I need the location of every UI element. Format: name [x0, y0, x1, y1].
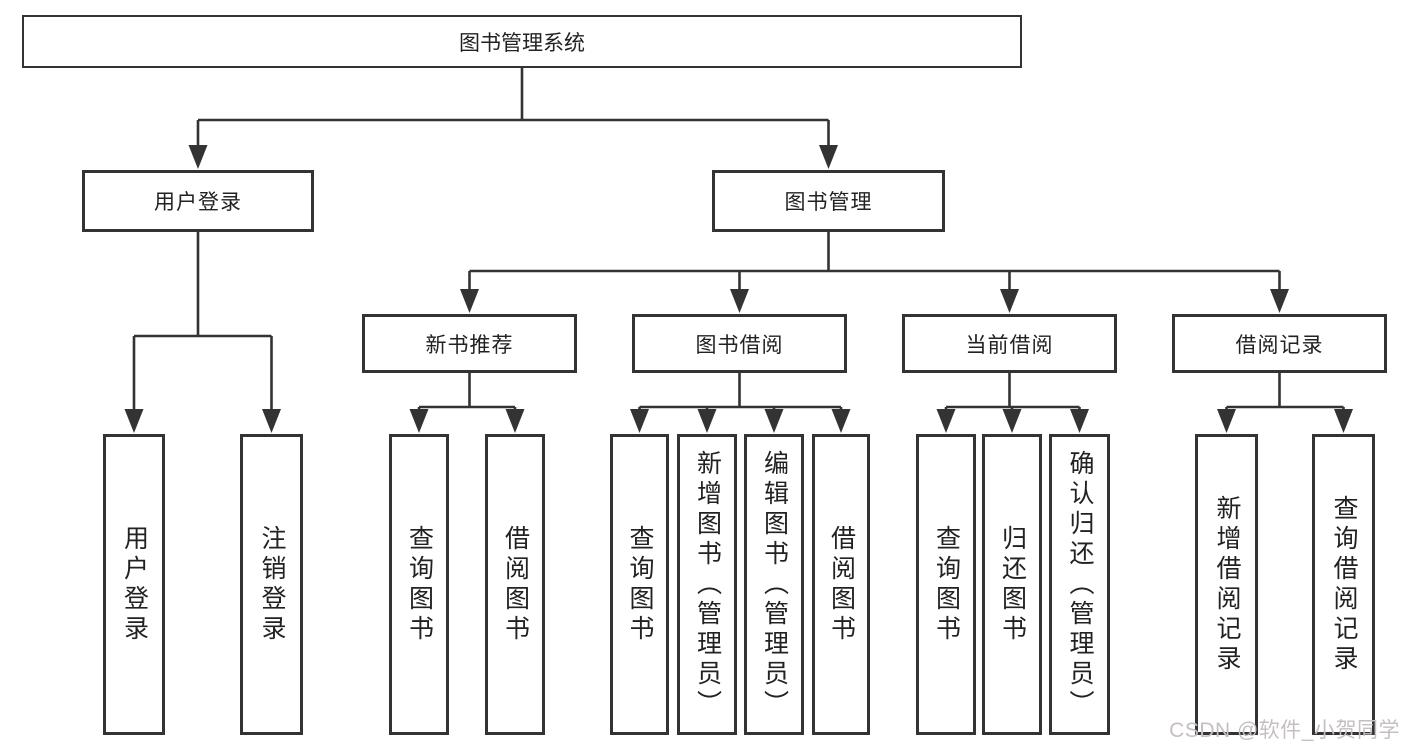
- node-current-borrow: 当前借阅: [902, 314, 1117, 373]
- leaf-label: 借阅图书: [501, 524, 530, 645]
- node-user-login: 用户登录: [82, 170, 314, 232]
- node-leaf-query-books-borrow: 查询图书: [610, 434, 669, 735]
- node-book-borrow-label: 图书借阅: [695, 333, 784, 357]
- node-leaf-logout: 注销登录: [240, 434, 303, 735]
- node-leaf-confirm-return-admin: 确认归还（管理员）: [1049, 434, 1110, 735]
- node-leaf-add-book-admin: 新增图书（管理员）: [677, 434, 737, 735]
- leaf-label: 注销登录: [258, 524, 286, 645]
- leaf-label: 查询借阅记录: [1330, 494, 1358, 675]
- node-book-management: 图书管理: [712, 170, 945, 232]
- node-root-label: 图书管理系统: [459, 31, 585, 55]
- node-leaf-return-book: 归还图书: [982, 434, 1042, 735]
- node-leaf-borrow-books-recommend: 借阅图书: [485, 434, 545, 735]
- node-leaf-query-books-current: 查询图书: [916, 434, 976, 735]
- node-new-book-recommend: 新书推荐: [362, 314, 577, 373]
- leaf-label: 借阅图书: [827, 524, 856, 645]
- node-leaf-add-borrow-record: 新增借阅记录: [1195, 434, 1258, 735]
- node-book-management-label: 图书管理: [784, 191, 873, 214]
- leaf-label: 查询图书: [932, 524, 961, 645]
- node-leaf-user-login: 用户登录: [103, 434, 165, 735]
- node-leaf-query-books-recommend: 查询图书: [389, 434, 449, 735]
- watermark-text: CSDN @软件_小贺同学: [1169, 719, 1400, 742]
- leaf-label: 用户登录: [120, 524, 149, 645]
- node-borrow-records: 借阅记录: [1172, 314, 1387, 373]
- leaf-label: 归还图书: [998, 524, 1027, 645]
- node-book-borrow: 图书借阅: [632, 314, 847, 373]
- node-leaf-edit-book-admin: 编辑图书（管理员）: [744, 434, 804, 735]
- leaf-label: 查询图书: [626, 524, 654, 645]
- leaf-label: 查询图书: [405, 524, 434, 645]
- node-root: 图书管理系统: [22, 15, 1022, 68]
- leaf-label: 编辑图书（管理员）: [760, 449, 789, 720]
- leaf-label: 确认归还（管理员）: [1066, 449, 1094, 720]
- node-user-login-label: 用户登录: [154, 191, 242, 214]
- node-current-borrow-label: 当前借阅: [965, 333, 1054, 357]
- leaf-label: 新增借阅记录: [1213, 494, 1241, 675]
- node-leaf-query-borrow-record: 查询借阅记录: [1312, 434, 1375, 735]
- leaf-label: 新增图书（管理员）: [693, 449, 722, 720]
- node-new-book-recommend-label: 新书推荐: [425, 333, 514, 357]
- node-borrow-records-label: 借阅记录: [1235, 333, 1324, 357]
- node-leaf-borrow-books: 借阅图书: [812, 434, 870, 735]
